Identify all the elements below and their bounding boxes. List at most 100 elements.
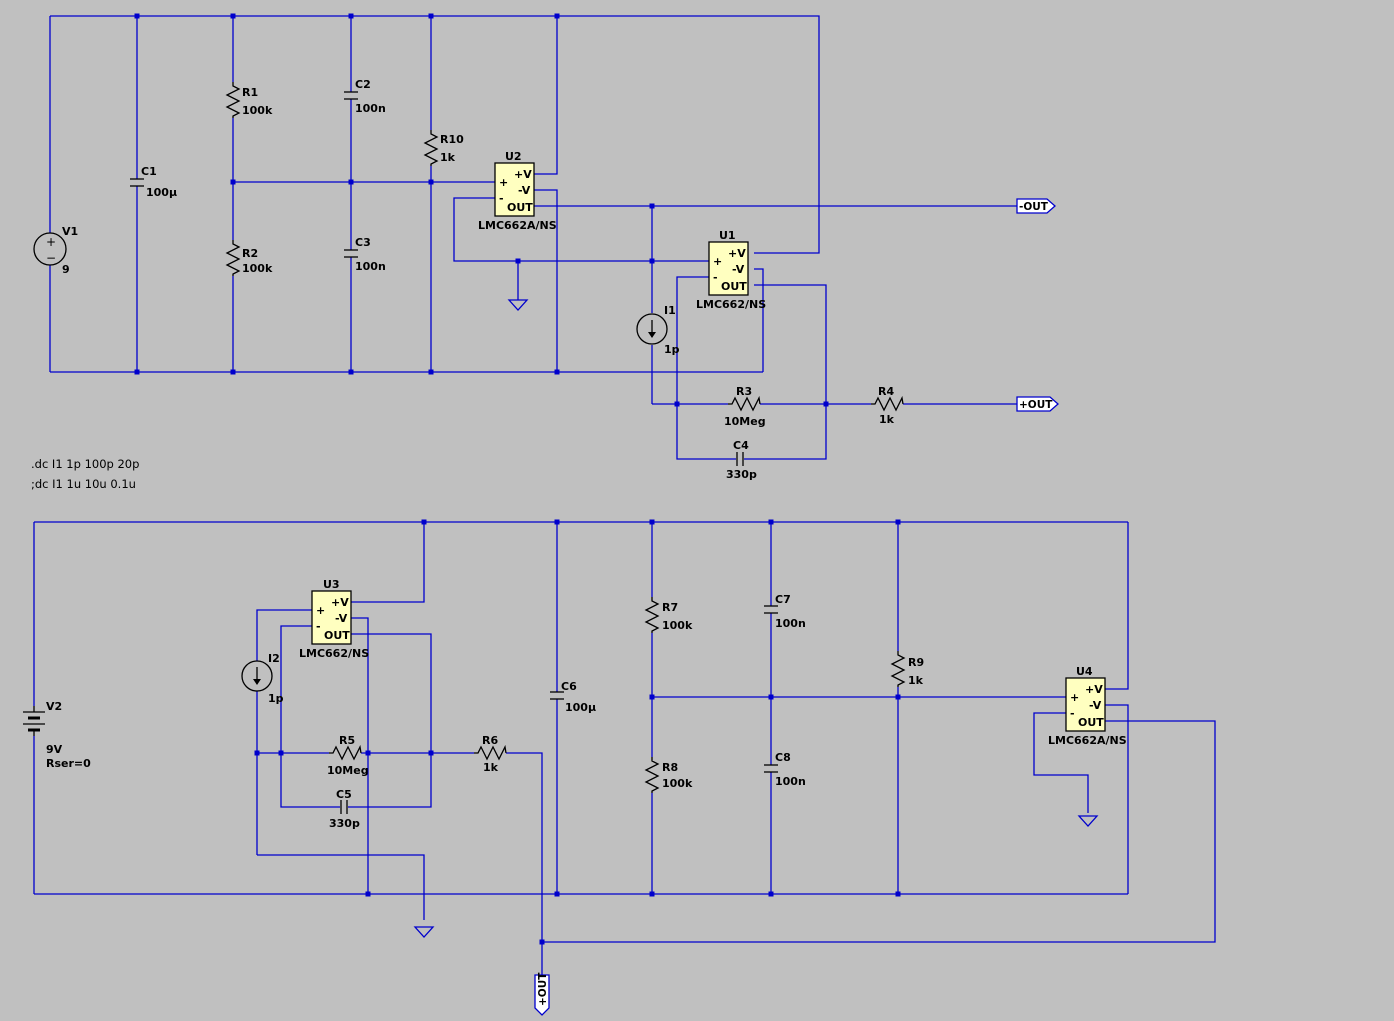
opamp-u3[interactable]: U3 +V -V OUT + - LMC662/NS — [299, 578, 369, 660]
u1-pin-out: OUT — [721, 280, 747, 293]
r9-value: 1k — [908, 674, 924, 687]
c1-value: 100µ — [146, 186, 177, 199]
v1-ref: V1 — [62, 225, 78, 238]
u3-model: LMC662/NS — [299, 647, 369, 660]
u3-pin-vminus: -V — [335, 612, 348, 625]
opamp-u2[interactable]: U2 +V -V OUT + - LMC662A/NS — [478, 150, 557, 232]
spice-directive-dc[interactable]: .dc I1 1p 100p 20p — [31, 457, 139, 471]
resistor-r1[interactable]: R1 100k — [225, 82, 273, 118]
u2-pin-vplus: +V — [514, 168, 532, 181]
v2-value: 9V — [46, 743, 63, 756]
resistor-r3[interactable]: R3 10Meg — [724, 385, 766, 428]
u1-pin-minus: - — [713, 271, 718, 284]
r5-value: 10Meg — [327, 764, 369, 777]
capacitor-c3[interactable]: C3 100n — [344, 236, 386, 273]
u4-pin-minus: - — [1070, 707, 1075, 720]
v1-value: 9 — [62, 263, 70, 276]
i1-ref: I1 — [664, 304, 676, 317]
r8-value: 100k — [662, 777, 693, 790]
resistor-r2[interactable]: R2 100k — [225, 240, 273, 276]
v2-param: Rser=0 — [46, 757, 91, 770]
c7-value: 100n — [775, 617, 806, 630]
u1-ref: U1 — [719, 229, 736, 242]
netlabel-out-negative[interactable]: -OUT — [1016, 198, 1056, 214]
r7-value: 100k — [662, 619, 693, 632]
u3-ref: U3 — [323, 578, 340, 591]
r3-value: 10Meg — [724, 415, 766, 428]
capacitor-c6[interactable]: C6 100µ — [550, 680, 596, 714]
u1-pin-vminus: -V — [732, 263, 745, 276]
r4-value: 1k — [879, 413, 895, 426]
c8-value: 100n — [775, 775, 806, 788]
resistor-r5[interactable]: R5 10Meg — [327, 734, 369, 777]
ground-symbol[interactable] — [507, 299, 529, 311]
opamp-u1[interactable]: U1 +V -V OUT + - LMC662/NS — [696, 229, 766, 311]
u4-pin-out: OUT — [1078, 716, 1104, 729]
netlabel-out-positive-bottom-text: +OUT — [537, 972, 549, 1006]
capacitor-c7[interactable]: C7 100n — [764, 593, 806, 630]
u2-pin-out: OUT — [507, 201, 533, 214]
c6-value: 100µ — [565, 701, 596, 714]
top-circuit-wires — [49, 15, 1017, 460]
u2-pin-plus: + — [499, 176, 508, 189]
resistor-r6[interactable]: R6 1k — [474, 734, 507, 774]
u2-ref: U2 — [505, 150, 522, 163]
u3-pin-out: OUT — [324, 629, 350, 642]
bottom-circuit-wires — [33, 521, 1216, 975]
u4-pin-plus: + — [1070, 691, 1079, 704]
u2-model: LMC662A/NS — [478, 219, 557, 232]
r3-ref: R3 — [736, 385, 752, 398]
u2-pin-minus: - — [499, 192, 504, 205]
spice-comment-dc[interactable]: ;dc I1 1u 10u 0.1u — [31, 477, 136, 491]
r6-value: 1k — [483, 761, 499, 774]
resistor-r8[interactable]: R8 100k — [644, 757, 693, 793]
u2-pin-vminus: -V — [518, 184, 531, 197]
resistor-r4[interactable]: R4 1k — [871, 385, 904, 426]
opamp-u4[interactable]: U4 +V -V OUT + - LMC662A/NS — [1048, 665, 1127, 747]
voltage-source-v1[interactable]: + − V1 9 — [33, 225, 78, 276]
r5-ref: R5 — [339, 734, 355, 747]
resistor-r9[interactable]: R9 1k — [890, 651, 924, 687]
netlabel-out-positive[interactable]: +OUT — [1016, 396, 1059, 412]
u3-pin-minus: - — [316, 620, 321, 633]
c2-value: 100n — [355, 102, 386, 115]
r9-ref: R9 — [908, 656, 924, 669]
i2-ref: I2 — [268, 652, 280, 665]
v1-plus-sign: + — [46, 235, 56, 249]
r1-ref: R1 — [242, 86, 258, 99]
current-source-i1[interactable]: I1 1p — [636, 304, 680, 356]
u4-pin-vminus: -V — [1089, 699, 1102, 712]
netlabel-out-positive-bottom[interactable]: +OUT — [534, 972, 550, 1016]
capacitor-c2[interactable]: C2 100n — [344, 78, 386, 115]
c4-value: 330p — [726, 468, 757, 481]
u4-pin-vplus: +V — [1085, 683, 1103, 696]
ground-symbol[interactable] — [413, 926, 435, 938]
c2-ref: C2 — [355, 78, 371, 91]
capacitor-c4[interactable]: C4 330p — [726, 439, 757, 481]
capacitor-c5[interactable]: C5 330p — [329, 788, 360, 830]
battery-v2[interactable]: V2 9V Rser=0 — [23, 700, 91, 770]
capacitor-c1[interactable]: C1 100µ — [130, 165, 177, 199]
c1-ref: C1 — [141, 165, 157, 178]
junction-dots — [134, 13, 901, 945]
resistor-r10[interactable]: R10 1k — [423, 130, 464, 166]
r1-value: 100k — [242, 104, 273, 117]
u4-ref: U4 — [1076, 665, 1093, 678]
c5-value: 330p — [329, 817, 360, 830]
c3-value: 100n — [355, 260, 386, 273]
r4-ref: R4 — [878, 385, 894, 398]
capacitor-c8[interactable]: C8 100n — [764, 751, 806, 788]
r2-ref: R2 — [242, 247, 258, 260]
u3-pin-vplus: +V — [331, 596, 349, 609]
r2-value: 100k — [242, 262, 273, 275]
ground-symbol[interactable] — [1077, 815, 1099, 827]
c7-ref: C7 — [775, 593, 791, 606]
i1-value: 1p — [664, 343, 680, 356]
c8-ref: C8 — [775, 751, 791, 764]
current-source-i2[interactable]: I2 1p — [241, 652, 284, 705]
c6-ref: C6 — [561, 680, 577, 693]
i2-value: 1p — [268, 692, 284, 705]
r6-ref: R6 — [482, 734, 498, 747]
resistor-r7[interactable]: R7 100k — [644, 597, 693, 633]
